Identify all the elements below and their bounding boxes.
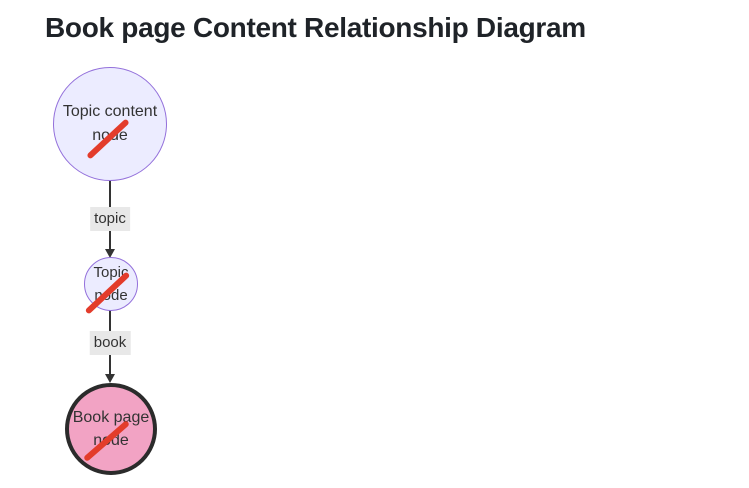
node-label-line: Topic content xyxy=(62,103,158,120)
arrowhead-down-icon xyxy=(105,374,115,383)
edge-label-topic: topic xyxy=(90,207,130,231)
page-title: Book page Content Relationship Diagram xyxy=(45,12,586,43)
node-label-line: Book page xyxy=(72,409,150,426)
node-topic-content: Topic content node xyxy=(53,67,167,181)
node-book-page: Book page node xyxy=(65,383,157,475)
edge-label-book: book xyxy=(89,331,131,355)
arrowhead-down-icon xyxy=(105,249,115,258)
